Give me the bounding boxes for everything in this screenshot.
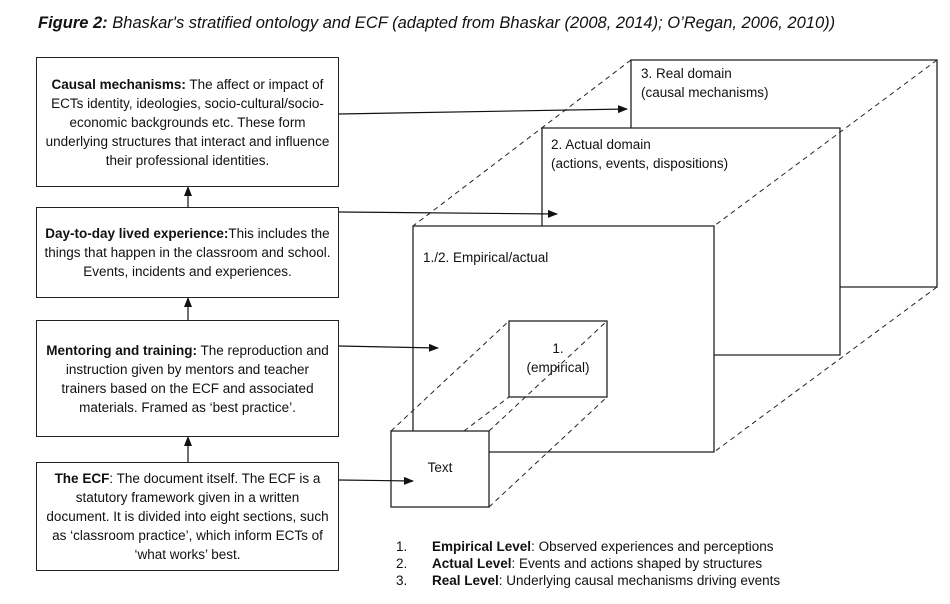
actual-domain-title: 2. Actual domain	[551, 137, 651, 152]
figure-caption-text: Bhaskar's stratified ontology and ECF (a…	[107, 14, 836, 32]
figure-caption: Figure 2: Bhaskar's stratified ontology …	[38, 14, 835, 33]
legend-description: : Observed experiences and perceptions	[531, 539, 774, 554]
ecf-box: The ECF: The document itself. The ECF is…	[36, 462, 339, 571]
empirical-number: 1.	[552, 341, 564, 356]
box-heading: Mentoring and training:	[46, 342, 197, 358]
box-heading: Day-to-day lived experience:	[45, 226, 229, 241]
box-heading: The ECF	[54, 471, 110, 486]
legend-item: 3. Real Level: Underlying causal mechanis…	[396, 572, 780, 589]
mentoring-training-box: Mentoring and training: The reproduction…	[36, 320, 339, 437]
figure-label: Figure 2:	[38, 14, 108, 32]
legend-term: Actual Level	[432, 556, 512, 571]
empirical-actual-label: 1./2. Empirical/actual	[423, 250, 549, 265]
arrow-day-to-actual	[338, 209, 558, 218]
box-text: The reproduction and instruction given b…	[61, 342, 329, 415]
levels-legend: 1. Empirical Level: Observed experiences …	[396, 538, 780, 589]
box-heading: Causal mechanisms:	[51, 76, 186, 92]
legend-term: Real Level	[432, 573, 499, 588]
actual-domain-label: 2. Actual domain (actions, events, dispos…	[551, 135, 728, 173]
legend-number: 1.	[396, 539, 408, 554]
perspective-dashes	[390, 59, 938, 508]
empirical-subtitle: (empirical)	[526, 360, 590, 375]
empirical-actual-box	[412, 225, 715, 453]
arrow-mentoring-to-empirical-actual	[338, 343, 439, 352]
legend-number: 3.	[396, 573, 408, 588]
box-text: This includes the things that happen in …	[44, 226, 331, 279]
empirical-label: 1. (empirical)	[509, 339, 607, 377]
legend-description: : Events and actions shaped by structure…	[511, 556, 763, 571]
text-box	[390, 430, 490, 508]
arrow-ecf-to-text	[338, 476, 414, 485]
actual-domain-box	[541, 127, 841, 356]
legend-number: 2.	[396, 556, 408, 571]
real-domain-label: 3. Real domain (causal mechanisms)	[641, 64, 769, 102]
legend-term: Empirical Level	[432, 539, 532, 554]
legend-item: 2. Actual Level: Events and actions shape…	[396, 555, 780, 572]
real-domain-title: 3. Real domain	[641, 66, 732, 81]
box-text: : The document itself. The ECF is a stat…	[46, 471, 329, 562]
legend-item: 1. Empirical Level: Observed experiences …	[396, 538, 780, 555]
real-domain-subtitle: (causal mechanisms)	[641, 85, 769, 100]
arrow-causal-to-real	[338, 105, 628, 115]
box-text: The affect or impact of ECTs identity, i…	[45, 76, 330, 168]
legend-description: : Underlying causal mechanisms driving e…	[498, 573, 781, 588]
actual-domain-subtitle: (actions, events, dispositions)	[551, 156, 729, 171]
text-label: Text	[427, 460, 453, 475]
lived-experience-box: Day-to-day lived experience:This include…	[36, 207, 339, 298]
causal-mechanisms-box: Causal mechanisms: The affect or impact …	[36, 57, 339, 187]
empirical-box	[508, 320, 608, 398]
